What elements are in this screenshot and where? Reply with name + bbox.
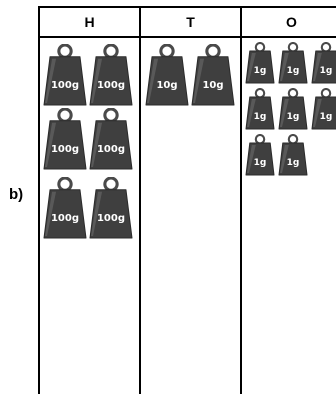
column-heading-ones: O	[286, 14, 297, 30]
weight-label: 1g	[319, 112, 333, 122]
weight-label: 1g	[286, 112, 300, 122]
weight-1g-1: 1g	[245, 42, 275, 84]
weight-10g-2: 10g	[191, 44, 235, 106]
weight-100g-6: 100g	[89, 177, 133, 239]
weight-1g-2: 1g	[278, 42, 308, 84]
weight-label: 100g	[96, 80, 126, 91]
column-divider-to	[240, 6, 242, 394]
weight-label: 1g	[319, 66, 333, 76]
weight-label: 1g	[253, 158, 267, 168]
weight-1g-3: 1g	[311, 42, 336, 84]
weight-100g-5: 100g	[43, 177, 87, 239]
weight-label: 1g	[253, 112, 267, 122]
weight-1g-6: 1g	[311, 88, 336, 130]
weight-100g-4: 100g	[89, 108, 133, 170]
weight-10g-1: 10g	[145, 44, 189, 106]
weight-1g-5: 1g	[278, 88, 308, 130]
column-heading-hundreds: H	[84, 14, 95, 30]
table-top-border	[38, 6, 336, 8]
weight-label: 100g	[50, 144, 80, 155]
weight-100g-2: 100g	[89, 44, 133, 106]
column-divider-left	[38, 6, 40, 394]
column-heading-tens: T	[186, 14, 195, 30]
weight-100g-1: 100g	[43, 44, 87, 106]
weight-100g-3: 100g	[43, 108, 87, 170]
column-divider-ht	[139, 6, 141, 394]
row-label: b)	[9, 186, 24, 203]
weight-label: 10g	[156, 80, 178, 91]
weight-label: 1g	[286, 66, 300, 76]
weight-label: 100g	[96, 144, 126, 155]
weight-1g-7: 1g	[245, 134, 275, 176]
weight-label: 100g	[96, 213, 126, 224]
weight-1g-4: 1g	[245, 88, 275, 130]
header-divider	[38, 36, 336, 38]
weight-1g-8: 1g	[278, 134, 308, 176]
weight-label: 10g	[202, 80, 224, 91]
weight-label: 100g	[50, 80, 80, 91]
weight-label: 1g	[286, 158, 300, 168]
weight-label: 1g	[253, 66, 267, 76]
weight-label: 100g	[50, 213, 80, 224]
